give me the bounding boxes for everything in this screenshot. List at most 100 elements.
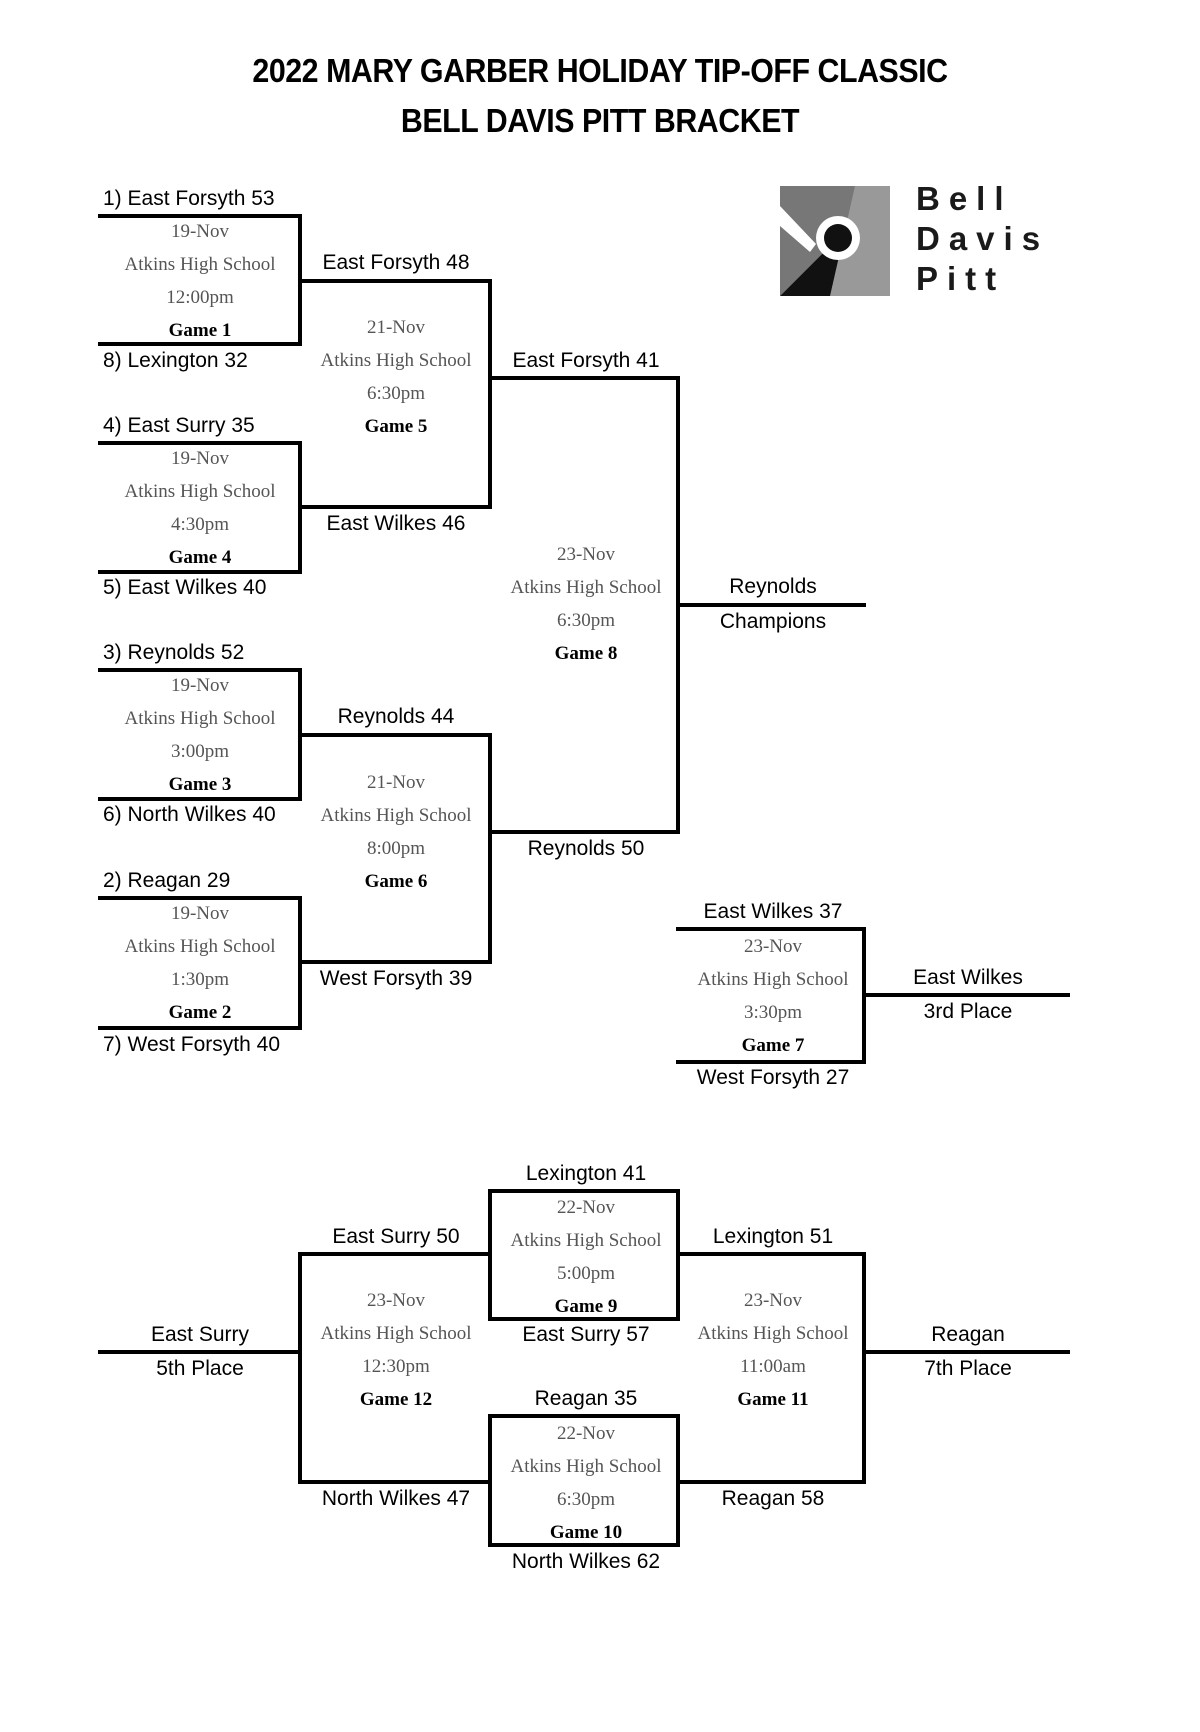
game-7-number: Game 7 xyxy=(741,1035,805,1056)
game-7-info: 23-Nov Atkins High School 3:30pm Game 7 xyxy=(673,937,873,1066)
game-1-date: 19-Nov xyxy=(170,221,230,242)
game-10-info: 22-Nov Atkins High School 6:30pm Game 10 xyxy=(486,1424,686,1553)
game-2-date: 19-Nov xyxy=(170,903,230,924)
page-title: 2022 MARY GARBER HOLIDAY TIP-OFF CLASSIC xyxy=(252,52,948,89)
g10-bot-label: North Wilkes 62 xyxy=(511,1550,661,1573)
logo-line-3: Pitt xyxy=(916,260,1006,297)
fifth-place-title: 5th Place xyxy=(156,1357,244,1380)
game-2-info: 19-Nov Atkins High School 1:30pm Game 2 xyxy=(100,904,300,1033)
logo-line-1: Bell xyxy=(916,180,1013,217)
game-12-date: 23-Nov xyxy=(366,1290,426,1311)
game-10-venue: Atkins High School xyxy=(510,1456,662,1477)
game-1-time: 12:00pm xyxy=(166,287,234,308)
game-6-venue: Atkins High School xyxy=(320,805,472,826)
logo-line-2: Davis xyxy=(916,220,1050,257)
page-subtitle: BELL DAVIS PITT BRACKET xyxy=(400,102,800,139)
game-6-time: 8:00pm xyxy=(366,838,426,859)
third-place-title: 3rd Place xyxy=(923,1000,1013,1023)
champion-name: Reynolds xyxy=(729,575,817,598)
game-6-date: 21-Nov xyxy=(366,772,426,793)
g7-bot-label: West Forsyth 27 xyxy=(696,1066,850,1089)
game-12-info: 23-Nov Atkins High School 12:30pm Game 1… xyxy=(296,1291,496,1420)
game-9-number: Game 9 xyxy=(554,1296,618,1317)
game-8-time: 6:30pm xyxy=(556,610,616,631)
seed-4-label: 4) East Surry 35 xyxy=(103,414,255,437)
game-4-time: 4:30pm xyxy=(170,514,230,535)
game-8-info: 23-Nov Atkins High School 6:30pm Game 8 xyxy=(486,545,686,674)
game-6-info: 21-Nov Atkins High School 8:00pm Game 6 xyxy=(296,773,496,902)
seed-5-label: 5) East Wilkes 40 xyxy=(103,576,267,599)
game-2-number: Game 2 xyxy=(168,1002,232,1023)
game-8-date: 23-Nov xyxy=(556,544,616,565)
seed-3-label: 3) Reynolds 52 xyxy=(103,641,245,664)
champion-title: Champions xyxy=(719,610,827,633)
game-9-venue: Atkins High School xyxy=(510,1230,662,1251)
game-11-time: 11:00am xyxy=(740,1356,806,1377)
game-3-info: 19-Nov Atkins High School 3:00pm Game 3 xyxy=(100,676,300,805)
game-10-time: 6:30pm xyxy=(556,1489,616,1510)
game-1-info: 19-Nov Atkins High School 12:00pm Game 1 xyxy=(100,222,300,351)
game-9-date: 22-Nov xyxy=(556,1197,616,1218)
g6-top-label: Reynolds 44 xyxy=(337,705,455,728)
game-1-number: Game 1 xyxy=(168,320,232,341)
seed-2-label: 2) Reagan 29 xyxy=(103,869,231,892)
g12-top-label: East Surry 50 xyxy=(332,1225,460,1248)
g11-top-label: Lexington 51 xyxy=(712,1225,834,1248)
g10-top-label: Reagan 35 xyxy=(534,1387,638,1410)
game-8-venue: Atkins High School xyxy=(510,577,662,598)
game-4-venue: Atkins High School xyxy=(124,481,276,502)
game-8-number: Game 8 xyxy=(554,643,618,664)
game-4-info: 19-Nov Atkins High School 4:30pm Game 4 xyxy=(100,449,300,578)
seventh-place-title: 7th Place xyxy=(924,1357,1012,1380)
game-2-venue: Atkins High School xyxy=(124,936,276,957)
game-7-venue: Atkins High School xyxy=(697,969,849,990)
g8-bot-label: Reynolds 50 xyxy=(527,837,645,860)
g12-bot-label: North Wilkes 47 xyxy=(321,1487,471,1510)
g8-top-label: East Forsyth 41 xyxy=(512,349,660,372)
g5-bot-label: East Wilkes 46 xyxy=(326,512,466,535)
game-5-number: Game 5 xyxy=(364,416,428,437)
game-3-venue: Atkins High School xyxy=(124,708,276,729)
game-3-date: 19-Nov xyxy=(170,675,230,696)
game-3-number: Game 3 xyxy=(168,774,232,795)
game-4-date: 19-Nov xyxy=(170,448,230,469)
game-5-info: 21-Nov Atkins High School 6:30pm Game 5 xyxy=(296,318,496,447)
game-11-venue: Atkins High School xyxy=(697,1323,849,1344)
game-11-date: 23-Nov xyxy=(743,1290,803,1311)
seed-6-label: 6) North Wilkes 40 xyxy=(103,803,276,826)
third-place-name: East Wilkes xyxy=(913,966,1023,989)
game-10-date: 22-Nov xyxy=(556,1423,616,1444)
game-2-time: 1:30pm xyxy=(170,969,230,990)
bell-davis-pitt-logo xyxy=(780,186,890,296)
fifth-place-name: East Surry xyxy=(150,1323,250,1346)
game-10-number: Game 10 xyxy=(549,1522,623,1543)
game-4-number: Game 4 xyxy=(168,547,232,568)
g9-top-label: Lexington 41 xyxy=(525,1162,647,1185)
game-5-date: 21-Nov xyxy=(366,317,426,338)
game-5-time: 6:30pm xyxy=(366,383,426,404)
game-6-number: Game 6 xyxy=(364,871,428,892)
seventh-place-name: Reagan xyxy=(931,1323,1005,1346)
game-7-time: 3:30pm xyxy=(743,1002,803,1023)
g7-top-label: East Wilkes 37 xyxy=(703,900,843,923)
game-9-info: 22-Nov Atkins High School 5:00pm Game 9 xyxy=(486,1198,686,1327)
g11-bot-label: Reagan 58 xyxy=(721,1487,825,1510)
game-12-time: 12:30pm xyxy=(362,1356,430,1377)
game-5-venue: Atkins High School xyxy=(320,350,472,371)
game-11-info: 23-Nov Atkins High School 11:00am Game 1… xyxy=(673,1291,873,1420)
game-1-venue: Atkins High School xyxy=(124,254,276,275)
g5-top-label: East Forsyth 48 xyxy=(322,251,470,274)
game-7-date: 23-Nov xyxy=(743,936,803,957)
seed-7-label: 7) West Forsyth 40 xyxy=(103,1033,281,1056)
game-3-time: 3:00pm xyxy=(170,741,230,762)
seed-1-label: 1) East Forsyth 53 xyxy=(103,187,275,210)
game-12-venue: Atkins High School xyxy=(320,1323,472,1344)
game-12-number: Game 12 xyxy=(359,1389,433,1410)
game-9-time: 5:00pm xyxy=(556,1263,616,1284)
game-11-number: Game 11 xyxy=(737,1389,809,1410)
g9-bot-label: East Surry 57 xyxy=(522,1323,650,1346)
seed-8-label: 8) Lexington 32 xyxy=(103,349,248,372)
g6-bot-label: West Forsyth 39 xyxy=(319,967,473,990)
